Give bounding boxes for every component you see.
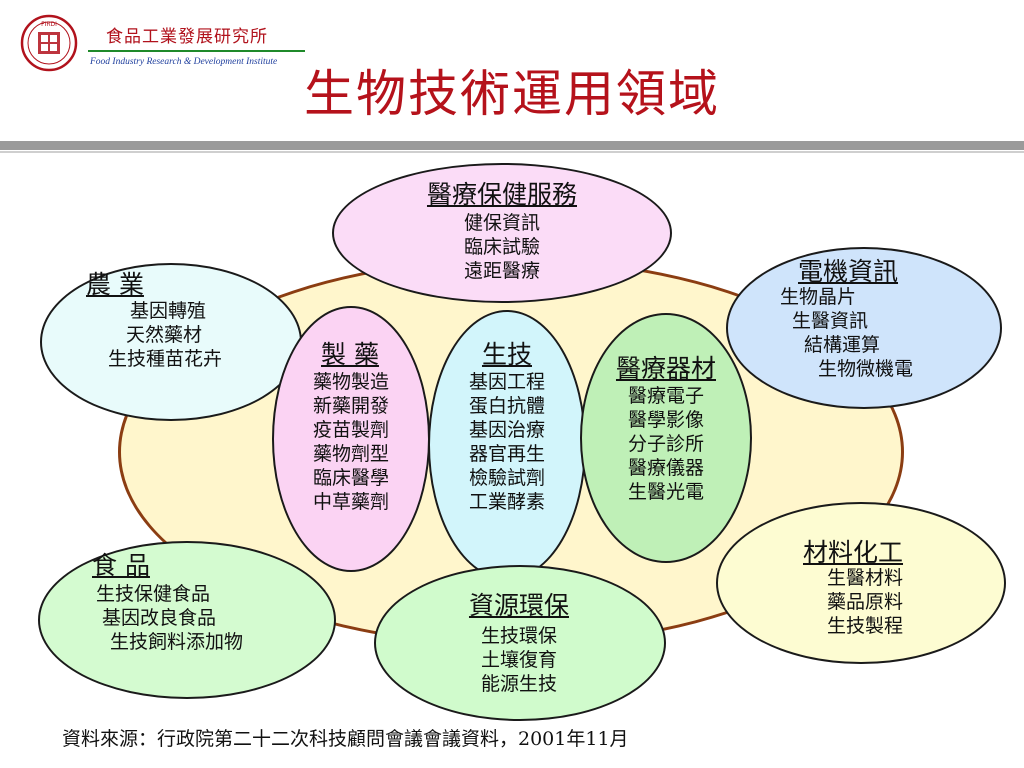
title-divider-shadow [0, 151, 1024, 153]
list-item: 中草藥劑 [312, 491, 389, 513]
node-pharma-oval [272, 306, 430, 572]
list-item: 健保資訊 [463, 212, 540, 234]
node-biotech-oval [428, 310, 586, 580]
list-item: 土壤復育 [480, 649, 557, 671]
node-food-title: 食 品 [92, 551, 150, 580]
node-electromech-title: 電機資訊 [798, 257, 899, 286]
list-item: 生技保健食品 [96, 583, 211, 605]
list-item: 蛋白抗體 [468, 395, 545, 417]
list-item: 基因改良食品 [102, 607, 217, 629]
list-item: 生醫材料 [826, 567, 903, 589]
list-item: 基因工程 [468, 371, 545, 393]
list-item: 醫療儀器 [627, 457, 704, 479]
list-item: 天然藥材 [126, 324, 203, 346]
node-electromech-items: 生物晶片 生醫資訊 結構運算 生物微機電 [780, 285, 913, 381]
node-medical-device-items: 醫療電子 醫學影像 分子診所 醫療儀器 生醫光電 [600, 384, 732, 504]
list-item: 新藥開發 [312, 395, 389, 417]
node-pharma-items: 藥物製造 新藥開發 疫苗製劑 藥物劑型 臨床醫學 中草藥劑 [292, 370, 410, 514]
node-medical-device-title: 醫療器材 [615, 354, 716, 383]
svg-text:FIRDI: FIRDI [41, 21, 57, 28]
node-environment-items: 生技環保 土壤復育 能源生技 [449, 624, 589, 696]
list-item: 生技製程 [826, 615, 903, 637]
page-title: 生物技術運用領域 [304, 65, 720, 123]
list-item: 基因轉殖 [130, 300, 207, 322]
list-item: 能源生技 [480, 673, 557, 695]
list-item: 基因治療 [468, 419, 545, 441]
list-item: 分子診所 [627, 433, 704, 455]
node-agriculture-oval [40, 263, 302, 421]
list-item: 疫苗製劑 [312, 419, 389, 441]
list-item: 生物微機電 [818, 358, 914, 380]
list-item: 工業酵素 [468, 491, 545, 513]
node-medical-care-items: 健保資訊 臨床試驗 遠距醫療 [402, 211, 602, 283]
node-biotech-title: 生技 [481, 340, 532, 369]
source-citation: 資料來源：行政院第二十二次科技顧問會議會議資料，2001年11月 [62, 728, 629, 750]
node-medical-care-title: 醫療保健服務 [426, 180, 577, 209]
list-item: 生技飼料添加物 [110, 631, 244, 653]
node-materials-items: 生醫材料 藥品原料 生技製程 [800, 566, 930, 638]
node-materials-title: 材料化工 [803, 538, 904, 567]
node-environment-title: 資源環保 [468, 591, 569, 620]
institute-seal-icon: FIRDI [20, 14, 78, 72]
list-item: 臨床醫學 [312, 467, 389, 489]
node-environment-oval [374, 565, 666, 721]
list-item: 醫學影像 [627, 409, 704, 431]
list-item: 生技種苗花卉 [108, 348, 223, 370]
list-item: 生技環保 [480, 625, 557, 647]
list-item: 器官再生 [468, 443, 545, 465]
list-item: 藥物製造 [312, 371, 389, 393]
node-pharma-title: 製 藥 [321, 340, 379, 369]
list-item: 臨床試驗 [463, 236, 540, 258]
list-item: 檢驗試劑 [468, 467, 545, 489]
list-item: 生物晶片 [780, 286, 857, 308]
list-item: 生醫資訊 [792, 310, 869, 332]
list-item: 藥品原料 [826, 591, 903, 613]
node-biotech-items: 基因工程 蛋白抗體 基因治療 器官再生 檢驗試劑 工業酵素 [448, 370, 566, 514]
node-agriculture-items: 基因轉殖 天然藥材 生技種苗花卉 [108, 299, 222, 371]
org-name-en: Food Industry Research & Development Ins… [90, 57, 278, 67]
list-item: 結構運算 [804, 334, 881, 356]
org-name-zh: 食品工業發展研究所 [106, 27, 268, 47]
node-food-oval [38, 541, 336, 699]
header-underline [88, 50, 305, 52]
title-divider [0, 141, 1024, 150]
node-food-items: 生技保健食品 基因改良食品 生技飼料添加物 [96, 582, 243, 654]
node-agriculture-title: 農 業 [86, 270, 144, 299]
list-item: 藥物劑型 [312, 443, 389, 465]
node-medical-care-oval [332, 163, 672, 303]
node-materials-oval [716, 502, 1006, 664]
node-medical-device-oval [580, 313, 752, 563]
list-item: 生醫光電 [627, 481, 704, 503]
node-electromech-oval [726, 247, 1002, 409]
list-item: 醫療電子 [627, 385, 704, 407]
list-item: 遠距醫療 [463, 260, 540, 282]
